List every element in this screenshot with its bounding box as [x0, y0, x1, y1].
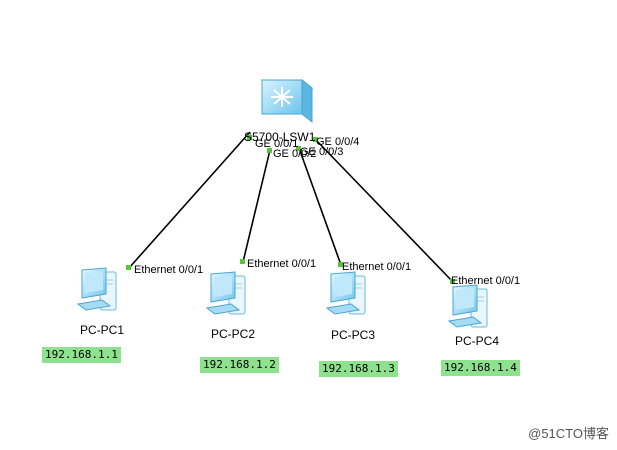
switch-name: S5700-LSW1 [244, 130, 316, 144]
pc-icon-1[interactable] [77, 267, 117, 311]
watermark: @51CTO博客 [528, 426, 609, 441]
link-pc3 [298, 147, 342, 266]
port-dot-sw-4 [313, 137, 318, 142]
switch-port-3: GE 0/0/3 [300, 146, 344, 158]
pc1-ip-badge: 192.168.1.1 [42, 347, 121, 363]
switch-port-1: GE 0/0/1 [255, 138, 299, 150]
switch-port-2: GE 0/0/2 [273, 148, 317, 160]
port-dot-pc1 [126, 265, 131, 270]
pc4-port-label: Ethernet 0/0/1 [451, 275, 521, 287]
port-dot-sw-2 [267, 148, 272, 153]
pc3-ip-badge: 192.168.1.3 [319, 361, 398, 377]
pc1-name: PC-PC1 [80, 323, 125, 337]
pc4-ip-badge: 192.168.1.4 [441, 360, 520, 376]
port-dot-pc2 [240, 259, 245, 264]
pc2-ip-badge: 192.168.1.2 [200, 357, 279, 373]
switch-port-4: GE 0/0/4 [316, 136, 360, 148]
port-dot-pc4 [450, 279, 455, 284]
pc2-name: PC-PC2 [211, 327, 256, 341]
link-pc1 [128, 131, 251, 269]
link-pc2 [242, 149, 271, 263]
port-dot-sw-1 [247, 135, 252, 140]
pc-icon-3[interactable] [326, 271, 366, 315]
link-pc4 [315, 139, 454, 283]
pc2-port-label: Ethernet 0/0/1 [247, 258, 317, 270]
pc-icon-2[interactable] [206, 271, 246, 315]
port-dot-sw-3 [296, 146, 301, 151]
layer3-switch-icon[interactable] [260, 78, 314, 124]
port-dot-pc3 [338, 262, 343, 267]
pc4-name: PC-PC4 [455, 334, 500, 348]
pc1-port-label: Ethernet 0/0/1 [134, 264, 204, 276]
pc3-name: PC-PC3 [331, 328, 376, 342]
pc3-port-label: Ethernet 0/0/1 [342, 261, 412, 273]
pc-icon-4[interactable] [448, 284, 488, 328]
